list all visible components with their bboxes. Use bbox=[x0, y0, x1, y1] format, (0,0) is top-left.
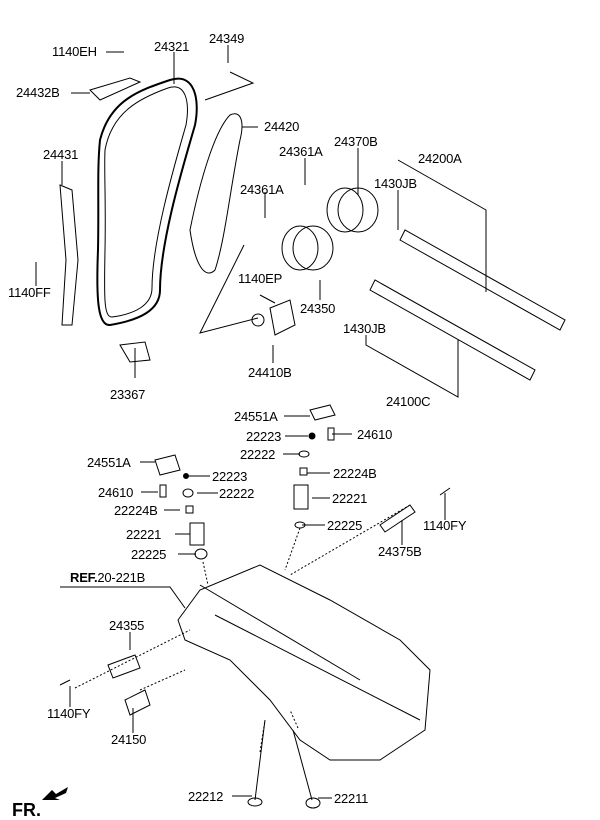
reference-label[interactable]: REF.20-221B bbox=[70, 571, 145, 584]
oil-control-valve bbox=[59, 654, 151, 716]
part-label-22221-left[interactable]: 22221 bbox=[126, 527, 162, 542]
part-label-24349[interactable]: 24349 bbox=[209, 31, 245, 46]
part-label-24361A-upper[interactable]: 24361A bbox=[279, 144, 323, 159]
part-label-24431[interactable]: 24431 bbox=[43, 147, 79, 162]
camshafts bbox=[369, 229, 566, 381]
reference-prefix: REF. bbox=[70, 570, 98, 585]
tensioner bbox=[251, 294, 296, 336]
reference-number: 20-221B bbox=[97, 570, 146, 585]
cam-sprockets bbox=[281, 187, 379, 271]
valve-train-parts bbox=[154, 404, 451, 560]
part-label-22224B-left[interactable]: 22224B bbox=[114, 503, 158, 518]
part-label-24432B[interactable]: 24432B bbox=[16, 85, 60, 100]
part-label-1140FY-left[interactable]: 1140FY bbox=[47, 706, 91, 721]
part-label-24370B[interactable]: 24370B bbox=[334, 134, 378, 149]
part-label-1430JB-lower[interactable]: 1430JB bbox=[343, 321, 386, 336]
part-label-22225-right[interactable]: 22225 bbox=[327, 518, 363, 533]
part-label-22223-left[interactable]: 22223 bbox=[212, 469, 248, 484]
part-label-24361A-lower[interactable]: 24361A bbox=[240, 182, 284, 197]
part-label-22224B-right[interactable]: 22224B bbox=[333, 466, 377, 481]
part-label-1140EH[interactable]: 1140EH bbox=[52, 44, 97, 59]
part-label-24375B[interactable]: 24375B bbox=[378, 544, 422, 559]
chain-guides bbox=[59, 77, 243, 363]
part-label-24355[interactable]: 24355 bbox=[109, 618, 145, 633]
valves bbox=[247, 719, 321, 809]
part-label-22212[interactable]: 22212 bbox=[188, 789, 224, 804]
part-label-24150[interactable]: 24150 bbox=[111, 732, 147, 747]
part-label-22225-left[interactable]: 22225 bbox=[131, 547, 167, 562]
cylinder-head bbox=[177, 564, 431, 761]
part-label-24200A[interactable]: 24200A bbox=[418, 151, 462, 166]
timing-chain bbox=[96, 77, 198, 326]
part-label-1140FF[interactable]: 1140FF bbox=[8, 285, 51, 300]
part-label-24321[interactable]: 24321 bbox=[154, 39, 190, 54]
front-direction-arrow bbox=[42, 787, 68, 800]
part-label-24410B[interactable]: 24410B bbox=[248, 365, 292, 380]
part-label-1140FY-right[interactable]: 1140FY bbox=[423, 518, 467, 533]
part-label-24551A-right[interactable]: 24551A bbox=[234, 409, 278, 424]
part-label-24610-left[interactable]: 24610 bbox=[98, 485, 134, 500]
part-label-24350[interactable]: 24350 bbox=[300, 301, 336, 316]
front-direction-label: FR. bbox=[12, 800, 41, 820]
part-label-22223-right[interactable]: 22223 bbox=[246, 429, 282, 444]
part-label-24100C[interactable]: 24100C bbox=[386, 394, 431, 409]
part-label-22221-right[interactable]: 22221 bbox=[332, 491, 368, 506]
part-label-1140EP[interactable]: 1140EP bbox=[238, 271, 283, 286]
part-label-22222-left[interactable]: 22222 bbox=[219, 486, 255, 501]
part-label-24420[interactable]: 24420 bbox=[264, 119, 300, 134]
part-label-24610-right[interactable]: 24610 bbox=[357, 427, 393, 442]
part-label-23367[interactable]: 23367 bbox=[110, 387, 146, 402]
part-label-22211[interactable]: 22211 bbox=[334, 791, 369, 806]
part-label-24551A-left[interactable]: 24551A bbox=[87, 455, 131, 470]
part-label-22222-right[interactable]: 22222 bbox=[240, 447, 276, 462]
part-label-1430JB-upper[interactable]: 1430JB bbox=[374, 176, 417, 191]
